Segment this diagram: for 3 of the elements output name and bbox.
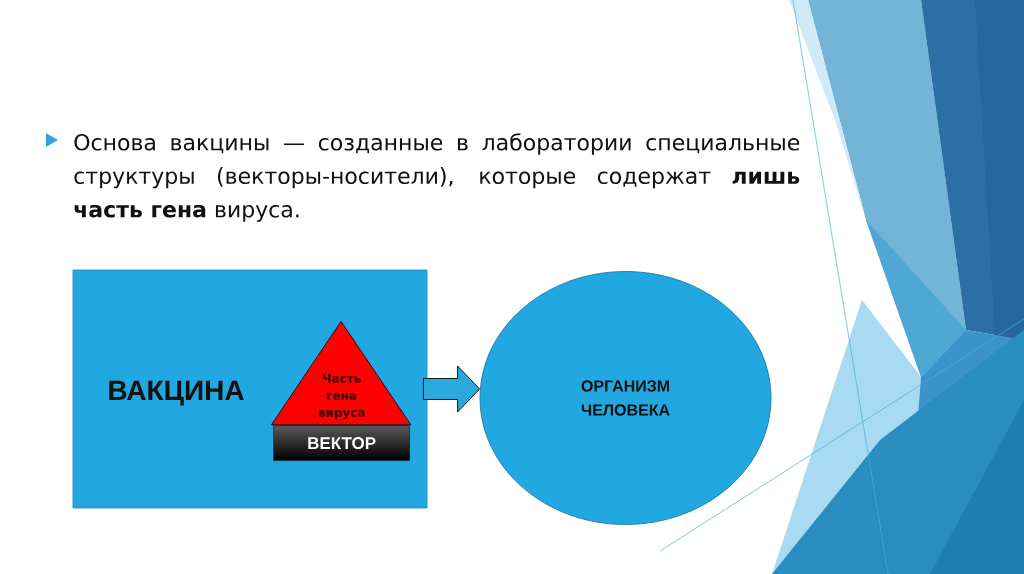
bullet-text: Основа вакцины — созданные в лаборатории специальные структуры (векторы-носители), которые содержат лишь часть гена вируса. xyxy=(74,133,800,222)
label-bar: ВЕКТОР xyxy=(273,425,410,461)
block-arrow xyxy=(422,365,481,413)
